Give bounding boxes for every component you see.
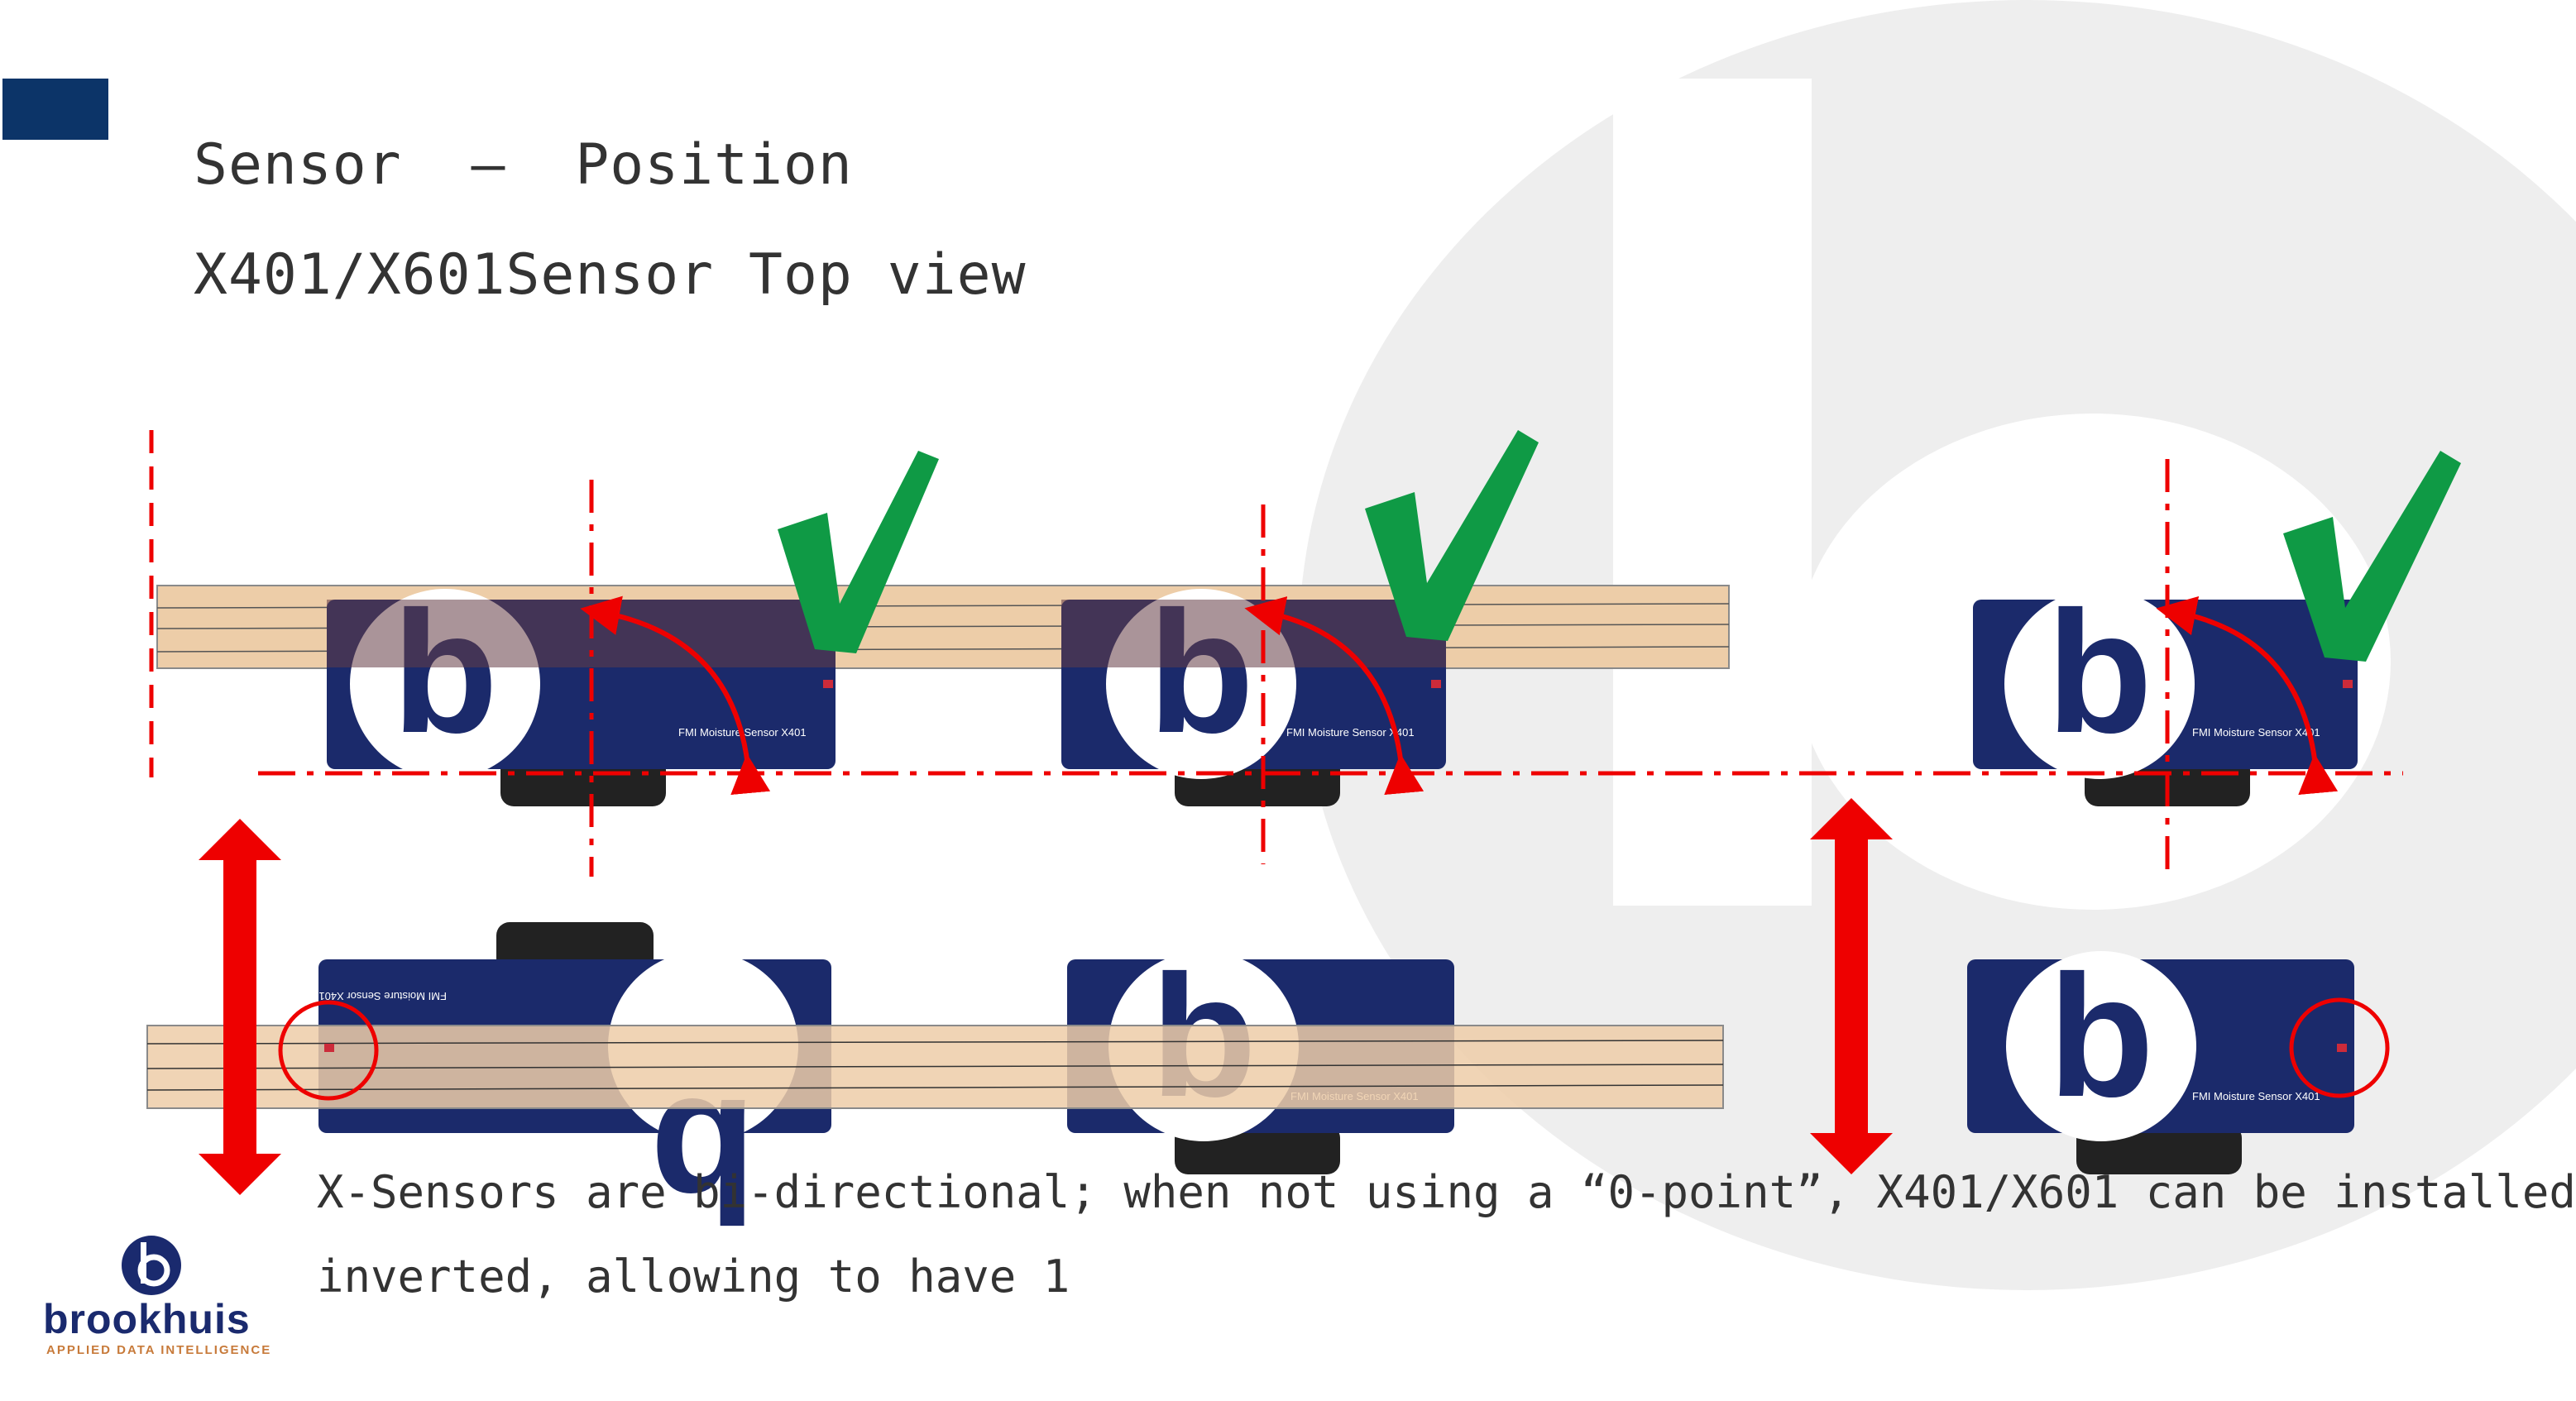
sensor-mark-letter: b — [2048, 939, 2154, 1133]
brand-name: brookhuis — [43, 1296, 251, 1342]
brand-tagline: APPLIED DATA INTELLIGENCE — [46, 1343, 272, 1357]
sensor-device-label: FMI Moisture Sensor X401 — [2192, 726, 2320, 739]
slide-title: Sensor – Position — [194, 132, 853, 198]
slide-graphics: b FMI Moisture Sensor X401 b FMI Moistur… — [2, 0, 2576, 1295]
sensor-device-label: FMI Moisture Sensor X401 — [318, 990, 447, 1002]
body-text-line-1: X-Sensors are bi-directional; when not u… — [317, 1166, 2576, 1218]
slide-subtitle: X401/X601Sensor Top view — [194, 242, 1027, 308]
sensor-mark-letter: b — [2047, 575, 2152, 769]
sensor-bottom-3: b FMI Moisture Sensor X401 — [1967, 939, 2354, 1174]
edge-marker-circle — [278, 1000, 379, 1101]
brand-logo-icon — [122, 1236, 181, 1295]
rotation-arrows — [580, 595, 2339, 796]
sensor-device-label: FMI Moisture Sensor X401 — [2192, 1090, 2320, 1102]
wood-board-bottom — [146, 1025, 1724, 1109]
vertical-double-arrows — [199, 798, 1893, 1195]
edge-marker-circle — [2289, 997, 2390, 1098]
accent-block — [2, 79, 108, 140]
body-text-line-2: inverted, allowing to have 1 — [317, 1250, 1070, 1303]
check-marks — [778, 430, 2461, 662]
